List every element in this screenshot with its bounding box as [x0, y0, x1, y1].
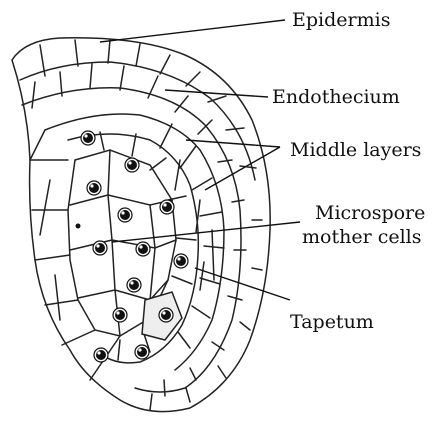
nucleus [113, 308, 127, 322]
nucleus [81, 131, 95, 145]
epidermis-leader [100, 20, 285, 42]
nucleus [127, 278, 141, 292]
microspore-label-line1: Microspore [315, 202, 425, 224]
microspore-label-line2: mother cells [302, 226, 421, 248]
nucleus [174, 254, 188, 268]
small-dot [76, 224, 81, 229]
nucleus [125, 158, 139, 172]
epidermis-label: Epidermis [292, 9, 390, 31]
nucleus [135, 345, 149, 359]
tapetum-label: Tapetum [290, 311, 374, 333]
nucleus [136, 242, 150, 256]
middle-layers-label: Middle layers [290, 139, 421, 161]
nucleus [159, 308, 173, 322]
nucleus [87, 181, 101, 195]
endothecium-label: Endothecium [272, 86, 400, 108]
nucleus [94, 348, 108, 362]
nucleus [93, 241, 107, 255]
nucleus [160, 200, 174, 214]
nucleus [118, 208, 132, 222]
